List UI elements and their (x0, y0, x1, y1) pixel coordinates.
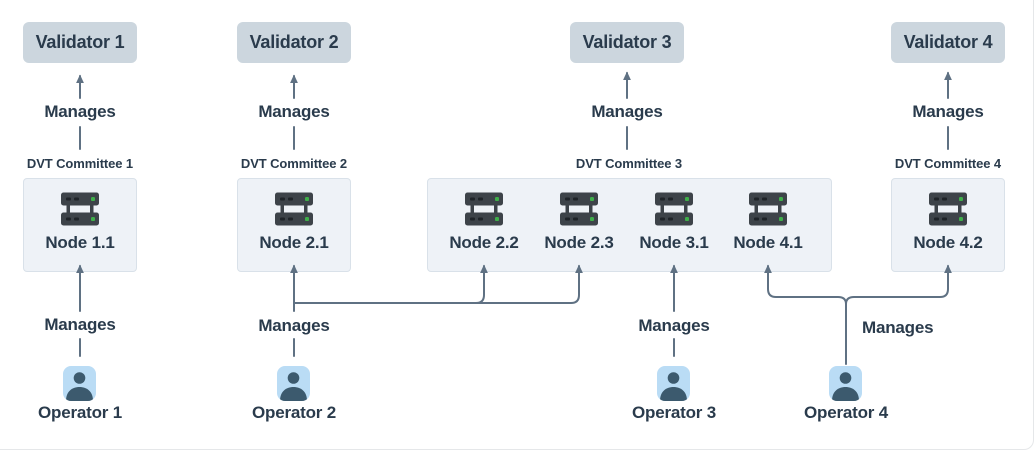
operator-4-label: Operator 4 (804, 403, 888, 422)
manages-label-top-1: Manages (44, 102, 116, 121)
node-4-2: Node 4.2 (900, 191, 996, 253)
server-icon (655, 192, 693, 226)
operator-3-label: Operator 3 (632, 403, 716, 422)
committee-1-caption: DVT Committee 1 (26, 156, 134, 171)
operator-3-person-icon (657, 366, 690, 401)
node-2-3: Node 2.3 (531, 191, 627, 253)
committee-4-caption: DVT Committee 4 (894, 156, 1002, 171)
manages-label-top-4: Manages (912, 102, 984, 121)
node-1-1-label: Node 1.1 (45, 233, 115, 252)
server-icon (560, 192, 598, 226)
node-2-3-label: Node 2.3 (544, 233, 614, 252)
validator-4-label: Validator 4 (903, 32, 993, 52)
operator-2-label: Operator 2 (252, 403, 336, 422)
committee-3-caption: DVT Committee 3 (575, 156, 683, 171)
operator-4-person-icon (829, 366, 862, 401)
node-1-1: Node 1.1 (32, 191, 128, 253)
validator-3-box: Validator 3 (570, 22, 684, 63)
server-icon (465, 192, 503, 226)
node-4-1: Node 4.1 (720, 191, 816, 253)
manages-label-top-3: Manages (591, 102, 663, 121)
manages-label-bottom-3: Manages (638, 316, 710, 335)
validator-3-label: Validator 3 (582, 32, 672, 52)
server-icon (275, 192, 313, 226)
manages-label-top-2: Manages (258, 102, 330, 121)
operator-1-label: Operator 1 (38, 403, 122, 422)
manages-label-bottom-1: Manages (44, 315, 116, 334)
node-2-2: Node 2.2 (436, 191, 532, 253)
server-icon (749, 192, 787, 226)
validator-1-box: Validator 1 (23, 22, 137, 63)
operator-2-person-icon (277, 366, 310, 401)
node-2-1-label: Node 2.1 (259, 233, 329, 252)
node-4-2-label: Node 4.2 (913, 233, 983, 252)
node-3-1-label: Node 3.1 (639, 233, 709, 252)
manages-label-bottom-4: Manages (862, 318, 934, 337)
server-icon (61, 192, 99, 226)
server-icon (929, 192, 967, 226)
validator-1-label: Validator 1 (35, 32, 125, 52)
manages-label-bottom-2: Manages (258, 316, 330, 335)
node-4-1-label: Node 4.1 (733, 233, 803, 252)
operator-1-person-icon (63, 366, 96, 401)
committee-2-caption: DVT Committee 2 (240, 156, 348, 171)
validator-2-box: Validator 2 (237, 22, 351, 63)
node-2-2-label: Node 2.2 (449, 233, 519, 252)
node-3-1: Node 3.1 (626, 191, 722, 253)
validator-2-label: Validator 2 (249, 32, 339, 52)
node-2-1: Node 2.1 (246, 191, 342, 253)
validator-4-box: Validator 4 (891, 22, 1005, 63)
